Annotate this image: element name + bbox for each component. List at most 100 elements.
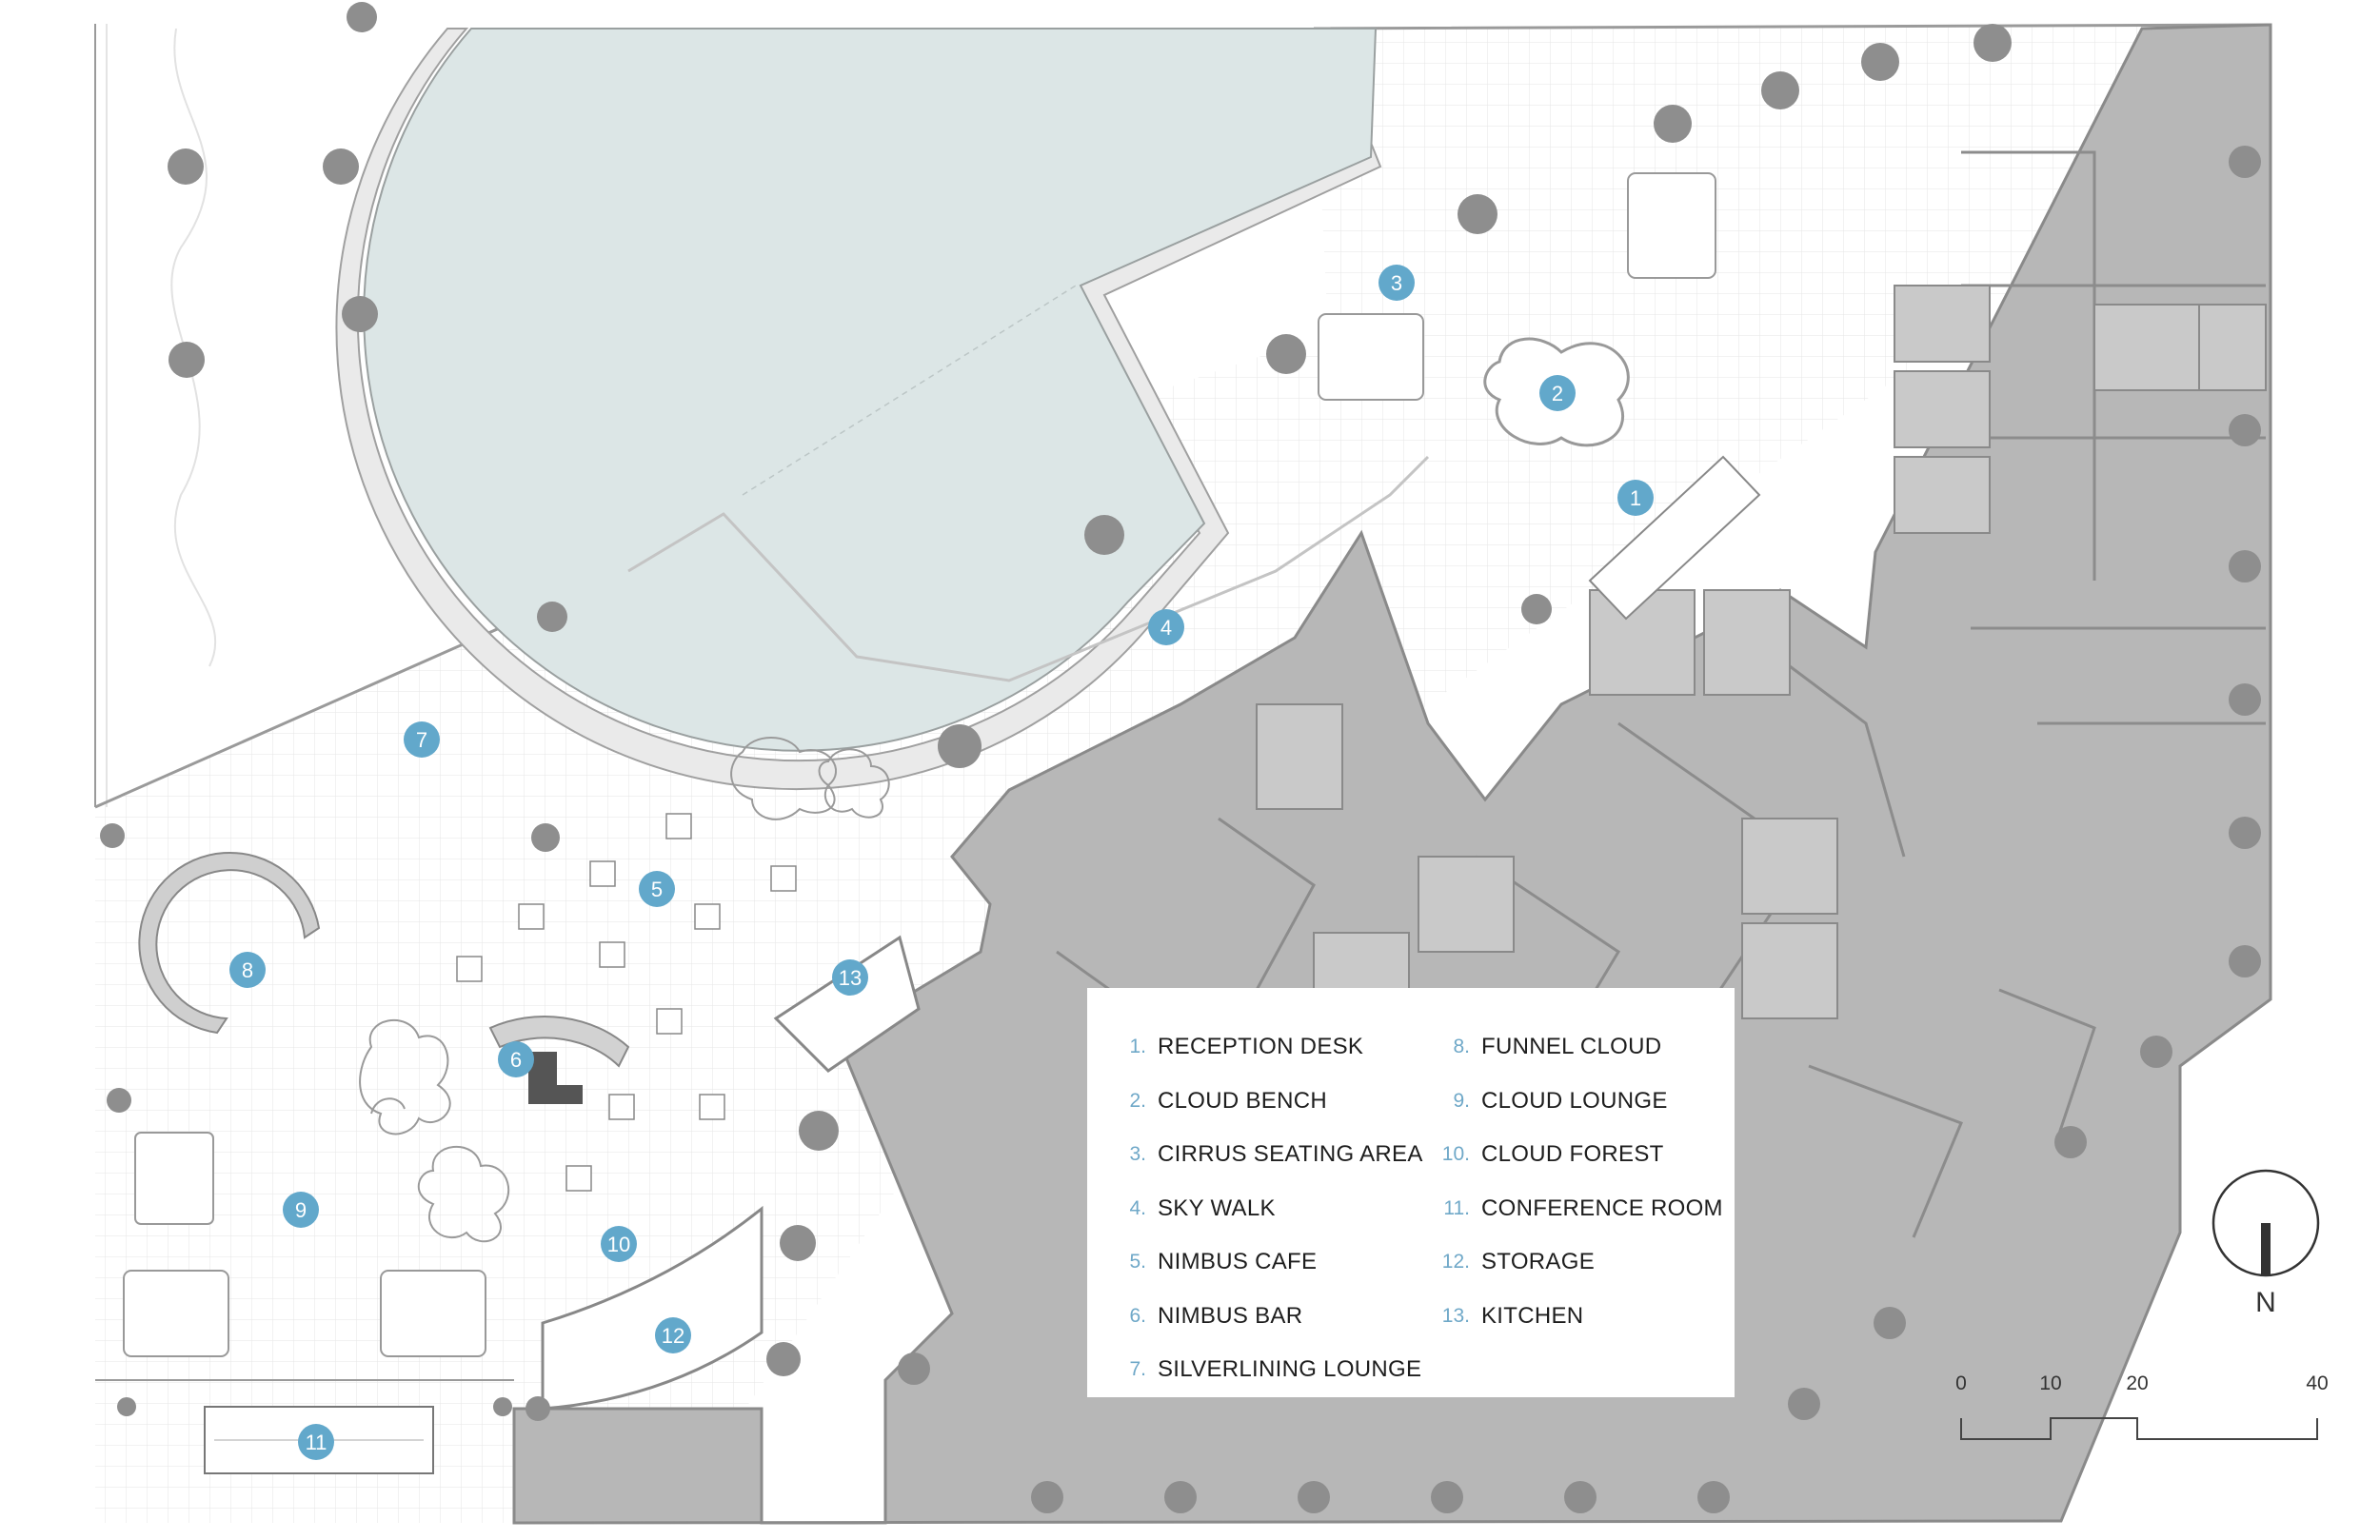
legend-item: 13. KITCHEN [1441, 1290, 1723, 1344]
marker-number: 10 [607, 1233, 630, 1256]
legend-item: 11. CONFERENCE ROOM [1441, 1182, 1723, 1236]
scale-tick-10: 10 [2039, 1372, 2061, 1394]
legend-number: 11. [1443, 1196, 1470, 1219]
legend-label: FUNNEL CLOUD [1481, 1034, 1662, 1060]
marker-number: 9 [295, 1198, 307, 1222]
scale-tick-20: 20 [2126, 1372, 2148, 1394]
legend-label: SKY WALK [1158, 1194, 1276, 1221]
marker-number: 6 [510, 1048, 522, 1072]
legend-item: 9. CLOUD LOUNGE [1441, 1075, 1723, 1129]
legend-item: 2. CLOUD BENCH [1118, 1075, 1423, 1129]
legend-number: 4. [1129, 1196, 1146, 1219]
funnel-cloud [138, 852, 321, 1035]
scale-tick-40: 40 [2306, 1372, 2328, 1394]
legend-number: 13. [1441, 1304, 1470, 1327]
legend-item: 8. FUNNEL CLOUD [1441, 1020, 1723, 1075]
elevator-banks [1256, 285, 2267, 1029]
legend-number: 5. [1129, 1251, 1146, 1273]
scale-tick-0: 0 [1955, 1372, 1967, 1394]
marker-circle [655, 1317, 691, 1353]
legend-item: 1. RECEPTION DESK [1118, 1020, 1423, 1075]
marker-number: 13 [839, 966, 862, 990]
legend-label: CLOUD BENCH [1158, 1087, 1327, 1114]
marker-circle [404, 721, 440, 758]
legend-item: 10.CLOUD FOREST [1441, 1128, 1723, 1182]
area-marker-9: 9 [283, 1192, 319, 1228]
marker-circle [498, 1041, 534, 1077]
marker-number: 1 [1630, 486, 1641, 510]
legend-number: 2. [1129, 1089, 1146, 1112]
area-marker-7: 7 [404, 721, 440, 758]
marker-circle [1617, 480, 1654, 516]
legend-number: 3. [1129, 1143, 1146, 1166]
marker-circle [283, 1192, 319, 1228]
nimbus-bar [488, 1016, 630, 1068]
cloud-forest [359, 737, 890, 1243]
marker-number: 4 [1160, 616, 1172, 640]
area-marker-3: 3 [1378, 265, 1415, 301]
legend-item: 6. NIMBUS BAR [1118, 1290, 1423, 1344]
legend-number: 10. [1441, 1143, 1470, 1166]
legend-label: CLOUD LOUNGE [1481, 1087, 1668, 1114]
area-marker-6: 6 [498, 1041, 534, 1077]
marker-number: 5 [651, 878, 663, 901]
area-marker-1: 1 [1617, 480, 1654, 516]
cloud-lounge-furniture [123, 172, 1716, 1357]
marker-number: 3 [1391, 271, 1402, 295]
marker-circle [1539, 375, 1576, 411]
marker-number: 7 [416, 728, 427, 752]
north-label: N [2255, 1287, 2276, 1318]
marker-number: 12 [662, 1324, 684, 1348]
marker-number: 8 [242, 958, 253, 982]
marker-circle [1378, 265, 1415, 301]
legend-item: 12.STORAGE [1441, 1235, 1723, 1290]
sky-walk [627, 455, 1430, 682]
legend-label: CONFERENCE ROOM [1481, 1194, 1723, 1221]
scale-bar: 0 10 20 40 [1955, 1372, 2329, 1440]
storage-room [541, 1205, 764, 1411]
legend-item: 3. CIRRUS SEATING AREA [1118, 1128, 1423, 1182]
area-marker-4: 4 [1148, 609, 1184, 645]
marker-circle [1148, 609, 1184, 645]
north-arrow: N [2211, 1169, 2320, 1318]
legend-number: 7. [1129, 1358, 1146, 1381]
legend-panel: 1. RECEPTION DESK 2. CLOUD BENCH 3. CIRRUS … [1087, 988, 1735, 1397]
legend-label: RECEPTION DESK [1158, 1034, 1364, 1060]
legend-column-2: 8. FUNNEL CLOUD 9. CLOUD LOUNGE 10.CLOUD F… [1441, 1020, 1723, 1343]
marker-circle [832, 959, 868, 996]
area-marker-13: 13 [832, 959, 868, 996]
building-core [512, 23, 2272, 1525]
legend-label: CIRRUS SEATING AREA [1158, 1141, 1423, 1168]
legend-number: 8. [1453, 1036, 1470, 1058]
legend-item: 4. SKY WALK [1118, 1182, 1423, 1236]
area-marker-8: 8 [229, 952, 266, 988]
marker-number: 2 [1552, 382, 1563, 405]
legend-label: NIMBUS BAR [1158, 1302, 1303, 1329]
legend-number: 1. [1129, 1036, 1146, 1058]
marker-circle [298, 1424, 334, 1460]
area-marker-2: 2 [1539, 375, 1576, 411]
marker-number: 11 [306, 1431, 327, 1454]
legend-label: NIMBUS CAFE [1158, 1249, 1318, 1275]
pool [335, 28, 1382, 791]
marker-circle [639, 871, 675, 907]
terrace-area [94, 24, 217, 807]
area-marker-5: 5 [639, 871, 675, 907]
legend-label: KITCHEN [1481, 1302, 1584, 1329]
area-marker-10: 10 [601, 1226, 637, 1262]
legend-label: SILVERLINING LOUNGE [1158, 1356, 1422, 1383]
marker-circle [601, 1226, 637, 1262]
area-marker-12: 12 [655, 1317, 691, 1353]
legend-number: 9. [1453, 1089, 1470, 1112]
legend-number: 12. [1441, 1251, 1470, 1273]
bar-block [528, 1052, 583, 1104]
cafe-tables [456, 813, 797, 1192]
reception-desk [1588, 455, 1761, 621]
legend-number: 6. [1129, 1304, 1146, 1327]
legend-column-1: 1. RECEPTION DESK 2. CLOUD BENCH 3. CIRRUS … [1118, 1020, 1423, 1397]
legend-item: 7. SILVERLINING LOUNGE [1118, 1343, 1423, 1397]
marker-circle [229, 952, 266, 988]
area-marker-11: 11 [298, 1424, 334, 1460]
